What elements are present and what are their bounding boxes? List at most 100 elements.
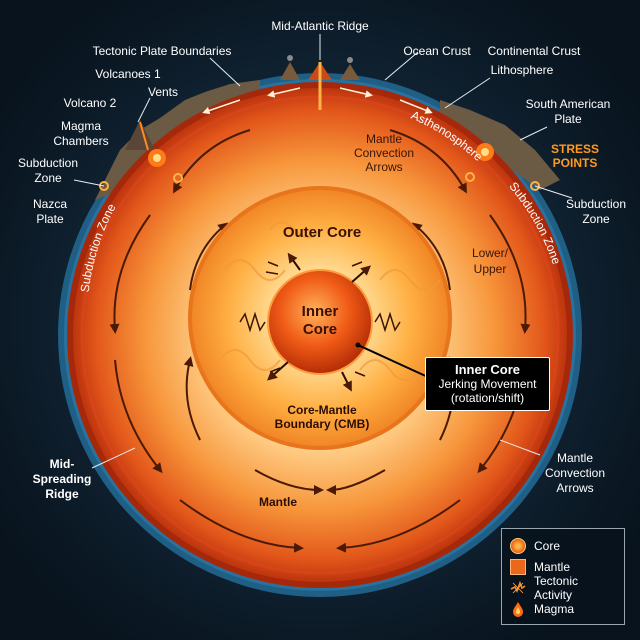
convection-arrow bbox=[189, 222, 229, 291]
mid-atlantic-ridge-feature bbox=[308, 62, 332, 110]
leader-line bbox=[534, 185, 573, 199]
mantle-convection-br-label-l3: Arrows bbox=[556, 481, 593, 495]
subduction-zone-right-label-l2: Zone bbox=[582, 212, 610, 226]
vent-smoke-icon bbox=[347, 57, 353, 63]
mantle-swatch-icon bbox=[510, 558, 526, 575]
lithosphere-label: Lithosphere bbox=[491, 63, 554, 77]
magma-chambers-label-l1: Magma bbox=[61, 119, 101, 133]
vents-label: Vents bbox=[148, 85, 178, 99]
vents-feature bbox=[280, 55, 360, 80]
inner-core-label-l1: Inner bbox=[302, 303, 339, 320]
legend-item-label: Magma bbox=[534, 601, 575, 616]
leader-line bbox=[137, 97, 151, 123]
legend-item-label: Core bbox=[534, 538, 561, 553]
legend-item-magma: Magma bbox=[510, 598, 616, 619]
stress-points-label-l2: POINTS bbox=[553, 156, 598, 170]
leader-line bbox=[91, 447, 136, 469]
cmb-label-l1: Core-Mantle bbox=[287, 403, 357, 417]
mantle-label: Mantle bbox=[259, 495, 297, 509]
lower-upper-label-l2: Upper bbox=[474, 262, 507, 276]
flow-arrow bbox=[399, 99, 433, 114]
legend-item-label: Tectonic Activity bbox=[534, 573, 579, 602]
tectonic-plate-boundaries-label: Tectonic Plate Boundaries bbox=[93, 44, 232, 58]
outer-core-label: Outer Core bbox=[283, 224, 361, 241]
volcano-2-label: Volcano 2 bbox=[64, 96, 117, 110]
convection-arrow bbox=[254, 469, 324, 495]
inner-core-jerk-arrows bbox=[267, 252, 372, 392]
leader-line bbox=[384, 51, 419, 81]
motion-dash bbox=[267, 261, 279, 267]
swirl bbox=[224, 259, 286, 281]
convection-arrow bbox=[114, 359, 163, 474]
legend-item-tectonic-activity: Tectonic Activity bbox=[510, 574, 616, 602]
callout-anchor bbox=[355, 342, 361, 348]
mantle-convection-br-label-l1: Mantle bbox=[557, 451, 593, 465]
swirl bbox=[269, 221, 321, 239]
motion-dash bbox=[354, 371, 366, 377]
vibration-marks bbox=[239, 261, 401, 377]
jerk-arrow bbox=[351, 265, 372, 283]
convection-arrow bbox=[109, 214, 151, 334]
magma-drop-icon bbox=[510, 601, 526, 617]
inner-core bbox=[268, 270, 372, 374]
swirl bbox=[359, 359, 421, 381]
continental-crust-right bbox=[440, 100, 560, 190]
mid-spreading-ridge-label-l3: Ridge bbox=[45, 487, 79, 501]
continental-crust-label: Continental Crust bbox=[488, 44, 581, 58]
magma-conduit bbox=[139, 121, 149, 151]
motion-dash bbox=[351, 261, 363, 267]
mantle-convection-top-label-l1: Mantle bbox=[366, 132, 402, 146]
convection-arrow bbox=[489, 214, 531, 334]
inner-core-callout: Inner Core Jerking Movement (rotation/sh… bbox=[425, 357, 550, 411]
legend-item-core: Core bbox=[510, 535, 616, 556]
mid-atlantic-ridge-label: Mid-Atlantic Ridge bbox=[271, 19, 369, 33]
stress-point-icon bbox=[99, 181, 109, 191]
vibration-icon bbox=[374, 311, 401, 333]
asthenosphere-flow-arrows bbox=[202, 87, 433, 115]
vent-cone bbox=[280, 62, 300, 80]
volcano-left-feature bbox=[125, 120, 166, 167]
core-swatch-icon bbox=[510, 537, 526, 554]
cmb-label-l2: Boundary (CMB) bbox=[275, 417, 370, 431]
subduction-zone-left-label-l2: Zone bbox=[34, 171, 62, 185]
convection-arrow bbox=[326, 469, 386, 495]
vent-smoke-icon bbox=[287, 55, 293, 61]
mantle-convection-top-label-l2: Convection bbox=[354, 146, 414, 160]
stress-point-icon bbox=[530, 181, 540, 191]
subduction-zone-right-label-l1: Subduction bbox=[566, 197, 626, 211]
jerk-arrow bbox=[267, 361, 289, 381]
callout-title: Inner Core bbox=[454, 362, 520, 377]
lower-upper-label-l1: Lower/ bbox=[472, 246, 509, 260]
legend: Core Mantle Tectonic Activity Magma bbox=[501, 528, 625, 625]
ocean-crust-label: Ocean Crust bbox=[403, 44, 471, 58]
magma-chambers-label-l2: Chambers bbox=[53, 134, 108, 148]
south-american-plate-label-l1: South American bbox=[526, 97, 611, 111]
jerk-arrow bbox=[287, 252, 301, 271]
magma-chamber-core bbox=[153, 154, 161, 162]
inner-core-label-l2: Core bbox=[303, 321, 337, 338]
mid-spreading-ridge-label-l2: Spreading bbox=[33, 472, 92, 486]
jerk-arrow bbox=[341, 371, 352, 392]
callout-line-2: (rotation/shift) bbox=[450, 391, 525, 405]
convection-arrow bbox=[183, 356, 201, 441]
stress-point-icon bbox=[173, 173, 183, 183]
magma-chamber-core bbox=[481, 148, 489, 156]
flow-arrow bbox=[339, 87, 373, 98]
vibration-icon bbox=[239, 311, 266, 333]
convection-arrow bbox=[389, 129, 467, 194]
stress-points-label-l1: STRESS bbox=[551, 142, 599, 156]
leader-line bbox=[519, 126, 548, 141]
mantle-convection-top-label-l3: Arrows bbox=[365, 160, 402, 174]
nazca-plate-label-l1: Nazca bbox=[33, 197, 67, 211]
leader-line bbox=[209, 57, 241, 87]
convection-arrow bbox=[179, 499, 304, 553]
mantle-convection-br-label-l2: Convection bbox=[545, 466, 605, 480]
callout-leader bbox=[357, 344, 431, 379]
motion-dash bbox=[265, 271, 279, 275]
volcano-right-feature bbox=[476, 143, 494, 161]
stress-point-icon bbox=[465, 172, 475, 182]
flow-arrow bbox=[267, 87, 301, 98]
convection-arrow bbox=[336, 499, 461, 553]
